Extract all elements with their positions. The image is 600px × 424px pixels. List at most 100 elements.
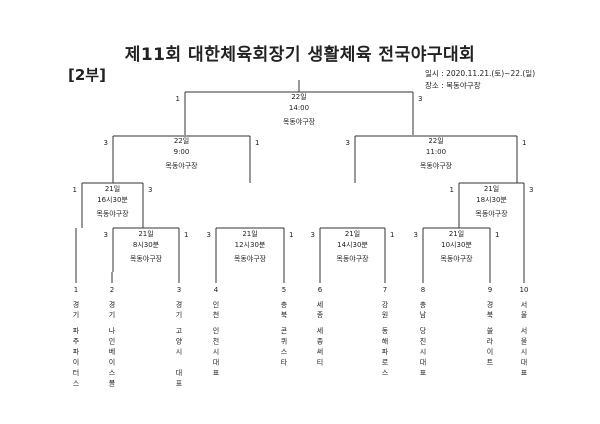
team-region: 원 [382,310,388,319]
team-name: 터 [73,368,79,377]
team-name: 로 [382,359,389,367]
team-name: 표 [521,369,528,377]
team-region: 종 [317,311,324,319]
team-name: 쏠 [487,327,494,335]
team-name: 동 [382,327,389,335]
score-right: 1 [289,231,293,239]
team-number: 3 [177,286,181,294]
match-venue: 목동야구장 [234,254,267,263]
team-region: 경 [73,300,79,309]
team-name: 티 [317,358,323,367]
team-name: 인 [109,337,115,346]
match-time: 14:00 [289,104,309,112]
match-venue: 목동야구장 [420,161,453,170]
match-venue: 목동야구장 [440,254,473,263]
score-left: 3 [104,139,108,147]
team-name: 양 [176,338,183,346]
team-number: 4 [214,286,219,294]
page-title: 제11회 대한체육회장기 생활체육 전국야구대회 [124,45,476,65]
team-name: 나 [109,326,116,335]
team-name: 표 [176,380,183,388]
team-name: 써 [317,347,323,356]
match-date: 22일 [291,92,306,101]
event-venue: 장소 : 목동야구장 [425,81,481,90]
score-left: 3 [414,231,418,239]
match-time: 10시30분 [441,241,472,249]
match-date: 21일 [242,229,257,238]
score-right: 3 [529,186,533,194]
team-region: 기 [109,310,115,319]
team-name: 진 [420,337,426,346]
team-name: 표 [420,369,427,377]
team-name: 이 [487,347,493,356]
score-left: 1 [450,186,454,194]
team-region: 충 [420,300,427,309]
score-left: 3 [346,139,350,147]
match-time: 14시30분 [337,241,368,249]
team-name: 이 [109,358,115,367]
team-region: 울 [521,311,528,319]
team-region: 강 [382,300,389,309]
match-venue: 목동야구장 [336,254,369,263]
team-name: 표 [213,369,220,377]
team-number: 8 [421,286,425,294]
team-name: 서 [521,326,527,335]
team-region: 기 [176,310,182,319]
team-number: 2 [110,286,114,294]
team-name: 스 [382,369,389,377]
team-name: 볼 [109,379,116,388]
team-name: 고 [176,327,183,335]
team-name: 주 [73,338,80,346]
team-name: 대 [176,369,182,377]
team-region: 북 [487,311,494,319]
team-name: 울 [521,338,528,346]
division-label: [2부] [68,66,106,84]
match-date: 22일 [428,136,443,145]
team-name: 파 [382,347,389,356]
team-name: 파 [73,326,80,335]
team-name: 스 [109,369,116,377]
match-time: 8시30분 [133,241,160,249]
score-right: 1 [184,231,188,239]
team-region: 기 [73,310,79,319]
score-right: 1 [495,231,499,239]
match-time: 11:00 [426,148,446,156]
team-name: 라 [487,337,494,346]
team-number: 6 [318,286,323,294]
team-name: 시 [213,348,219,356]
team-name: 콘 [281,327,288,335]
match-date: 21일 [449,229,464,238]
team-region: 경 [109,300,115,309]
match-date: 21일 [105,184,120,193]
team-number: 7 [383,286,387,294]
team-name: 대 [521,359,527,367]
team-name: 파 [73,347,80,356]
team-name: 타 [281,358,288,367]
team-name: 세 [317,326,323,335]
team-name: 종 [317,338,324,346]
team-name: 해 [382,337,388,346]
team-region: 서 [521,300,527,309]
team-name: 대 [420,359,426,367]
score-right: 1 [255,139,259,147]
team-region: 인 [213,300,219,309]
team-name: 퀴 [281,337,287,346]
match-venue: 목동야구장 [475,209,508,218]
match-time: 9:00 [174,148,190,156]
team-name: 베 [109,347,115,356]
team-region: 충 [281,300,288,309]
team-region: 세 [317,300,323,309]
match-time: 12시30분 [235,241,266,249]
score-left: 3 [311,231,315,239]
score-left: 1 [73,186,77,194]
match-venue: 목동야구장 [165,161,198,170]
score-right: 1 [390,231,394,239]
match-venue: 목동야구장 [96,209,129,218]
match-time: 16시30분 [97,196,128,204]
match-date: 22일 [174,136,189,145]
team-region: 남 [420,310,427,319]
team-name: 시 [420,348,426,356]
score-left: 3 [104,231,108,239]
team-name: 이 [73,358,79,367]
